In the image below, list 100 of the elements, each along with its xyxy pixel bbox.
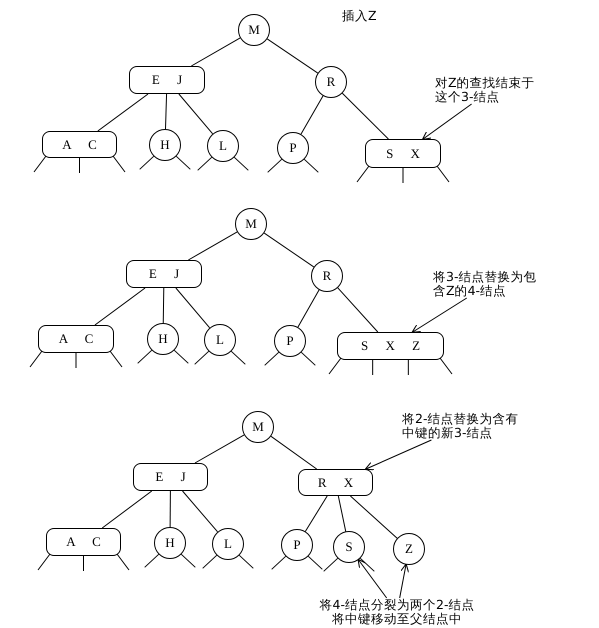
child-link-stub [372, 360, 374, 376]
tree-link [102, 490, 152, 528]
tree-link [188, 231, 238, 260]
tree-node-box [337, 332, 444, 360]
tree-node-circle [311, 260, 343, 292]
tree-link [97, 94, 148, 132]
child-link-stub [194, 350, 210, 365]
tree-link [194, 434, 245, 464]
annotation-text: 将4-结点分裂为两个2-结点将中键移动至父结点中 [314, 598, 480, 626]
node-key: R [326, 74, 336, 90]
node-key: S X [386, 146, 420, 162]
tree-link [350, 496, 398, 539]
node-key: L [224, 536, 232, 552]
child-link-stub [271, 556, 286, 570]
node-key: M [248, 22, 260, 38]
arrow [422, 104, 472, 140]
node-key: A C [62, 136, 97, 152]
child-link-stub [436, 166, 450, 182]
tree-link [165, 94, 168, 130]
tree-link [304, 496, 328, 532]
node-key: A C [66, 534, 101, 550]
arrow [399, 563, 410, 598]
node-key: E J [152, 72, 182, 88]
tree-link [266, 38, 318, 74]
tree-node-circle [238, 14, 270, 46]
child-link-stub [402, 168, 404, 184]
child-link-stub [83, 556, 84, 572]
child-link-stub [267, 158, 282, 173]
node-key: P [286, 333, 294, 349]
tree-node-circle [207, 130, 239, 162]
child-link-stub [328, 358, 342, 374]
tree-node-box [298, 469, 373, 496]
child-link-stub [308, 556, 323, 570]
annotation-text: 对Z的查找结束于这个3-结点 [435, 76, 547, 104]
node-key: M [245, 216, 257, 232]
child-link-stub [300, 352, 316, 366]
tree-node-box [129, 66, 205, 94]
tree-link [178, 94, 214, 134]
child-link-stub [176, 156, 191, 170]
tree-node-box [133, 463, 208, 491]
tree-node-circle [204, 324, 236, 356]
child-link-stub [112, 156, 126, 172]
tree-link [170, 490, 171, 528]
tree-node-circle [147, 323, 179, 355]
tree-node-circle [242, 411, 274, 443]
tree-node-circle [212, 528, 244, 560]
annotation-text: 将2-结点替换为含有中键的新3-结点 [402, 412, 524, 440]
tree-link [300, 95, 324, 135]
tree-link [338, 496, 346, 532]
tree-link [175, 288, 210, 328]
child-link-stub [174, 350, 189, 364]
tree-node-box [126, 260, 202, 288]
tree-link [270, 436, 318, 470]
tree-link [264, 232, 314, 268]
child-link-stub [30, 350, 42, 368]
child-link-stub [116, 554, 130, 570]
tree-link [190, 37, 241, 66]
tree-link [342, 92, 389, 140]
title: 插入Z [342, 8, 377, 25]
tree-node-box [42, 131, 117, 158]
tree-node-box [46, 528, 121, 556]
child-link-stub [202, 554, 218, 569]
tree-link [94, 288, 146, 326]
node-key: M [252, 419, 264, 435]
tree-link [337, 287, 378, 332]
tree-link [162, 288, 164, 324]
node-key: P [293, 537, 301, 553]
node-key: L [216, 332, 224, 348]
tree-node-circle [277, 132, 309, 164]
tree-node-circle [274, 325, 306, 357]
arrow [364, 440, 432, 470]
node-key: P [289, 140, 297, 156]
child-link-stub [304, 158, 319, 173]
node-key: H [160, 137, 170, 153]
tree-link [297, 289, 320, 328]
child-link-stub [110, 350, 122, 368]
tree-node-circle [281, 529, 313, 561]
child-link-stub [139, 156, 154, 170]
node-key: E J [148, 266, 180, 282]
tree-node-circle [154, 527, 186, 559]
child-link-stub [238, 554, 254, 569]
node-key: H [158, 331, 168, 347]
node-key: R X [318, 474, 354, 490]
node-key: Z [405, 541, 413, 557]
tree-node-box [38, 325, 114, 353]
tree-node-circle [315, 66, 347, 98]
arrow [358, 558, 388, 598]
child-link-stub [360, 558, 375, 572]
node-key: S X Z [360, 338, 420, 354]
tree-node-box [365, 139, 441, 168]
tree-node-circle [333, 531, 365, 563]
child-link-stub [234, 156, 249, 171]
tree-node-circle [235, 208, 267, 240]
child-link-stub [38, 554, 50, 570]
child-link-stub [197, 156, 212, 171]
child-link-stub [356, 166, 370, 182]
node-key: R [322, 268, 332, 284]
node-key: A C [58, 331, 94, 347]
child-link-stub [79, 158, 80, 174]
child-link-stub [264, 352, 280, 366]
